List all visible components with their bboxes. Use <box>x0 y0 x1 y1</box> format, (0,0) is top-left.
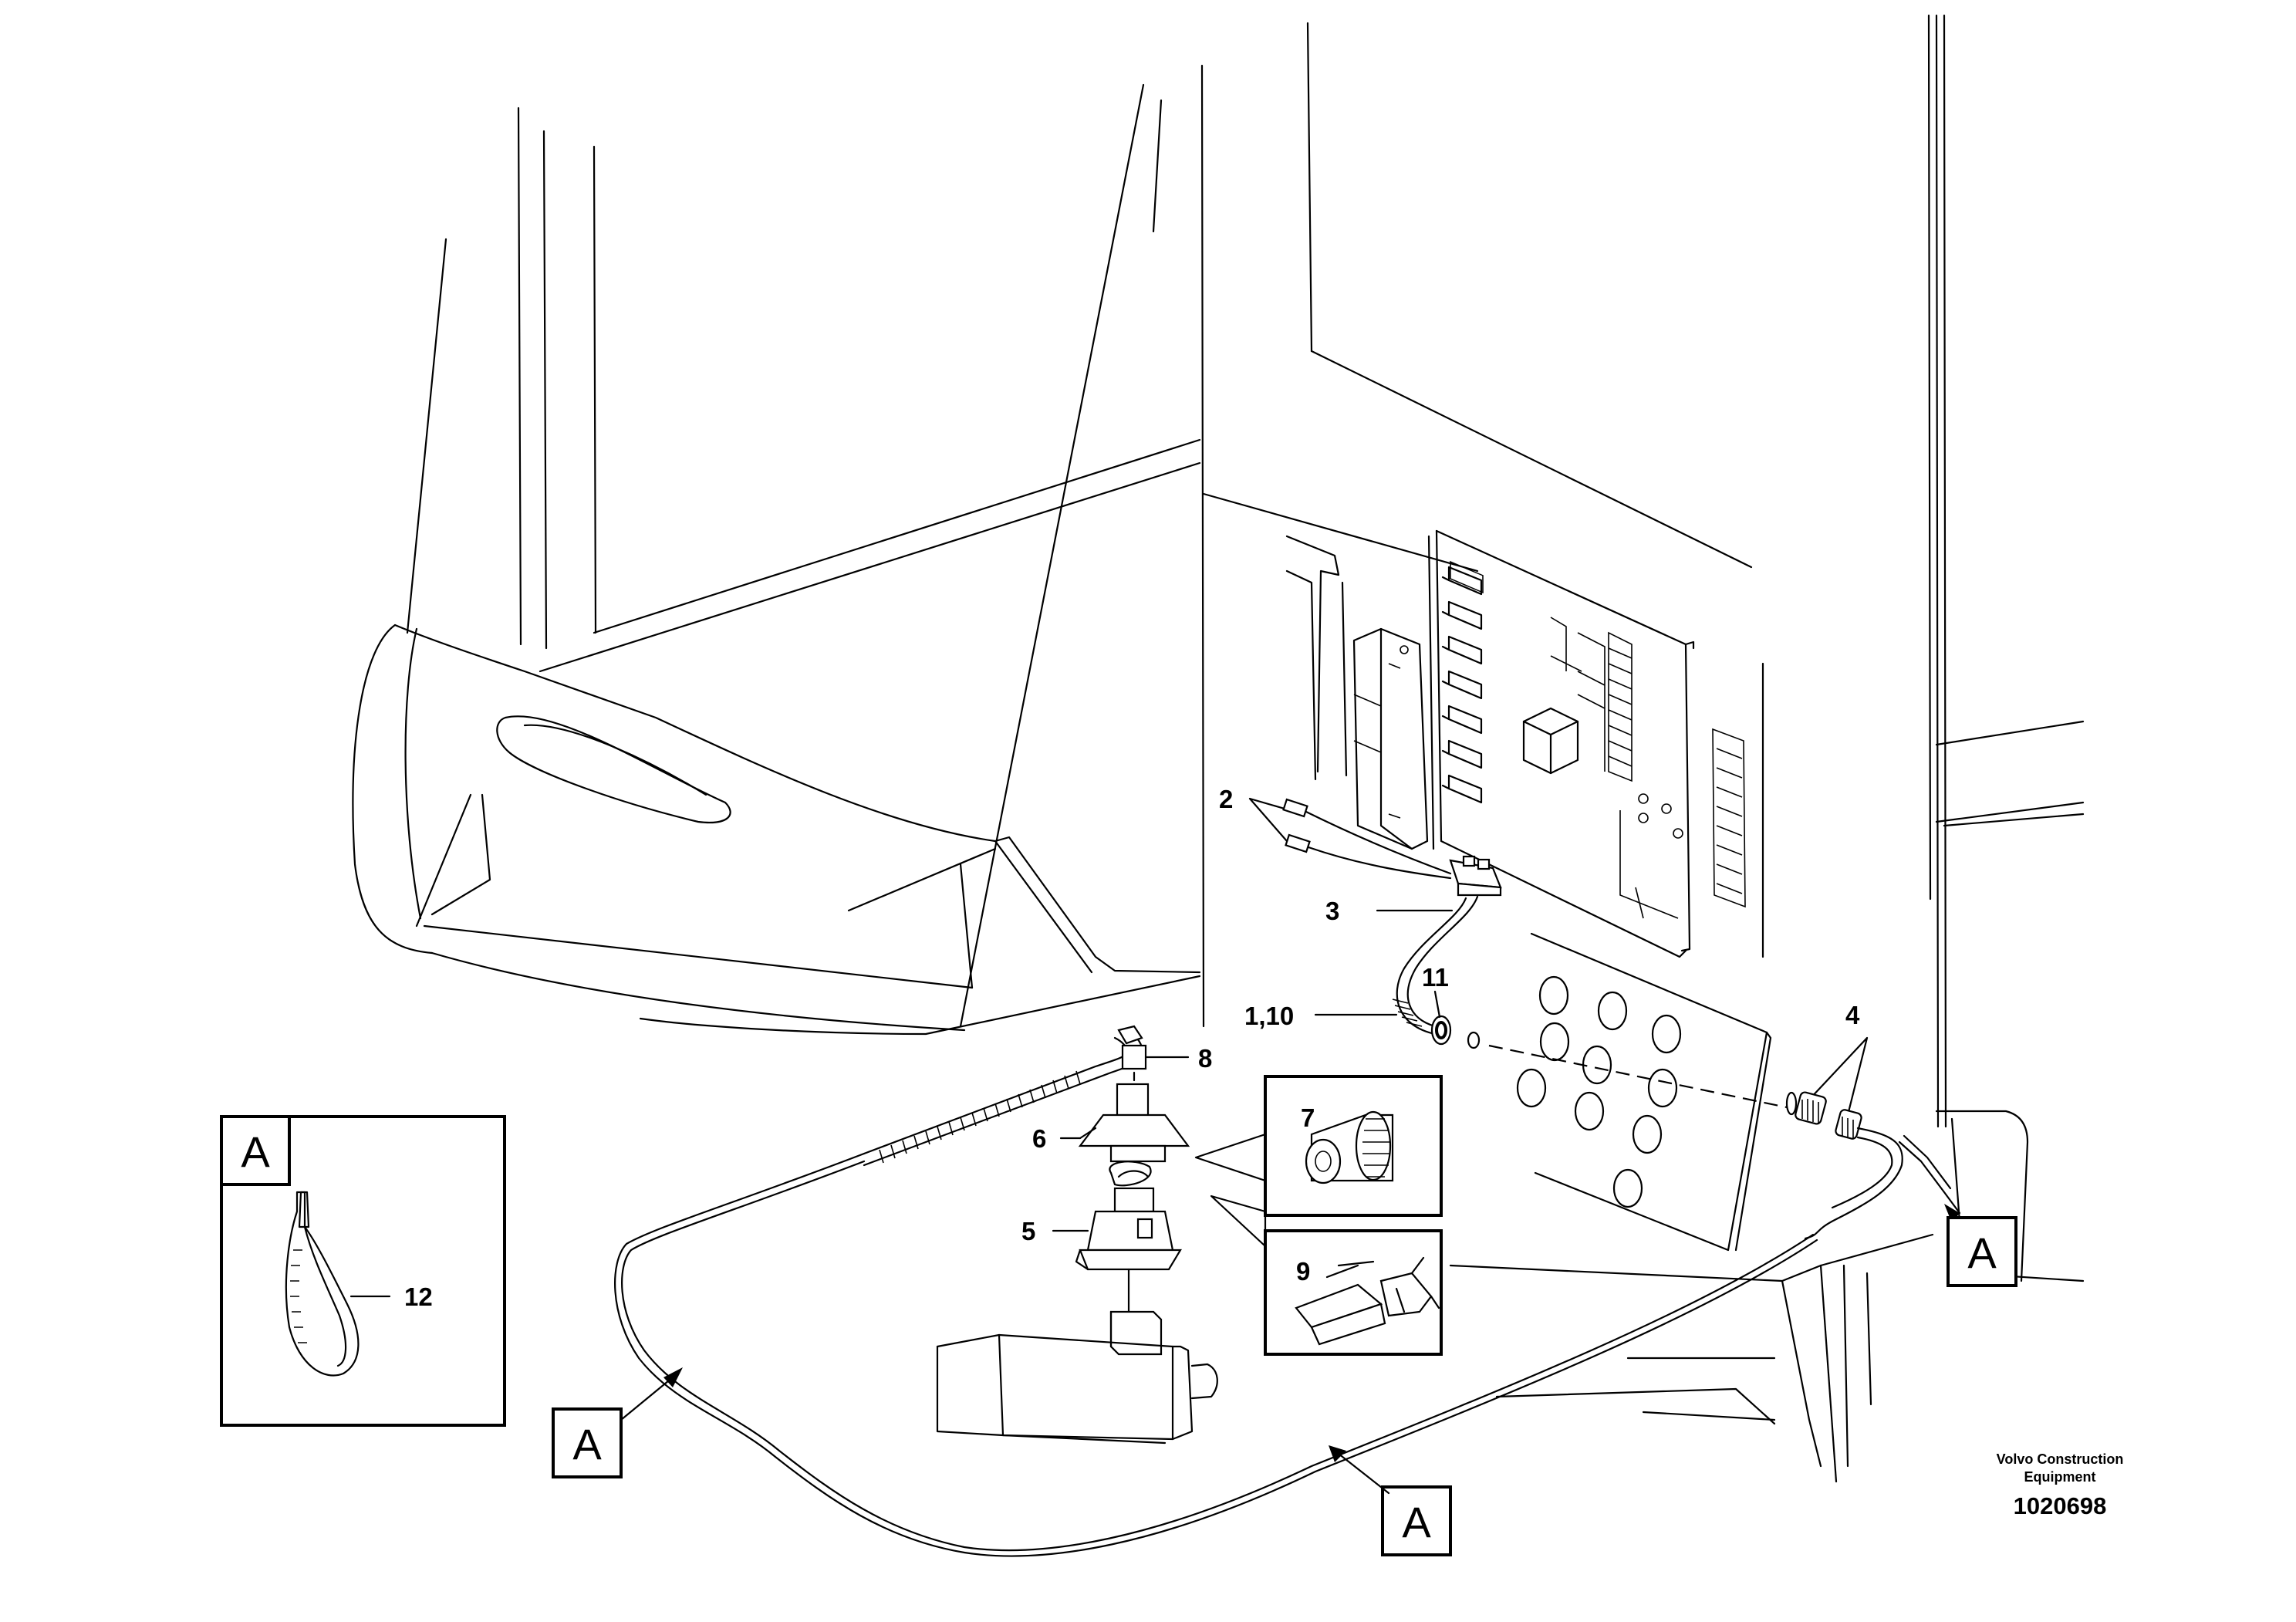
caption-line-2: Equipment <box>2024 1469 2096 1485</box>
switch-assembly <box>1052 1044 1267 1356</box>
callout-3: 3 <box>1325 897 1339 925</box>
callout-4: 4 <box>1845 1001 1860 1029</box>
grommet-plate <box>1516 932 1772 1252</box>
detail-box-a <box>220 1115 506 1427</box>
detail-box-9 <box>1264 1229 1443 1356</box>
motor-block <box>936 1333 1218 1445</box>
caption-line-1: Volvo Construction <box>1997 1451 2124 1467</box>
callout-6: 6 <box>1032 1124 1046 1153</box>
callout-7: 7 <box>1301 1103 1315 1132</box>
detail-letters: A A A A <box>241 1127 1997 1546</box>
callout-1-10: 1,10 <box>1244 1002 1294 1030</box>
cab-structure <box>352 14 2085 1483</box>
fuse-panel <box>1285 529 1746 958</box>
main-harness <box>614 1025 1818 1557</box>
detail-letter-a-right: A <box>1967 1228 1997 1277</box>
callout-8: 8 <box>1198 1044 1212 1073</box>
reference-a-labels <box>552 1216 2017 1556</box>
detail-letter-a-left: A <box>572 1420 602 1468</box>
detail-box-7 <box>1264 1075 1443 1217</box>
caption-block: Volvo Construction Equipment 1020698 <box>1997 1451 2124 1519</box>
callout-2: 2 <box>1219 785 1233 813</box>
callout-12: 12 <box>404 1282 433 1311</box>
callout-9: 9 <box>1296 1257 1310 1286</box>
connector-4 <box>1785 1036 1961 1240</box>
callout-5: 5 <box>1021 1217 1035 1245</box>
detail-letter-a-inset: A <box>241 1127 270 1176</box>
document-number: 1020698 <box>2014 1492 2107 1519</box>
callout-11: 11 <box>1422 963 1449 992</box>
callout-labels: 2 3 1,10 11 4 8 6 7 5 9 12 <box>404 785 1860 1311</box>
detail-letter-a-bottom: A <box>1402 1498 1431 1546</box>
panel-harness <box>1248 797 1806 1113</box>
